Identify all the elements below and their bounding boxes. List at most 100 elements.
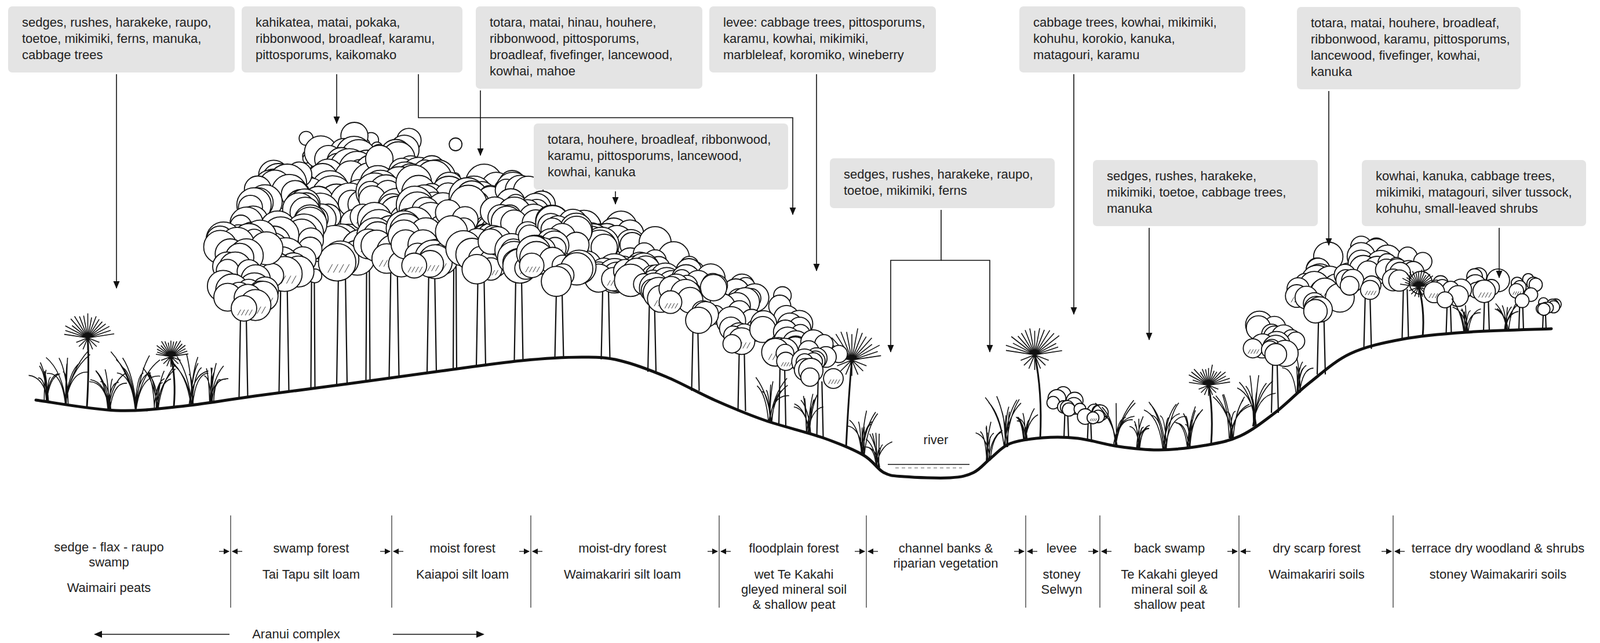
species-box: sedges, rushes, harakeke, raupo, toetoe,… <box>8 6 235 73</box>
zone-divider <box>1099 515 1100 608</box>
canopy-hatch <box>664 303 679 309</box>
zone-label: Te Kakahi gleyed mineral soil & shallow … <box>1111 566 1228 612</box>
zone-tick <box>1088 550 1112 552</box>
canopy-hatch <box>1090 418 1097 422</box>
river-water <box>887 463 970 465</box>
leader-line <box>336 74 338 124</box>
zone-tick <box>854 550 878 552</box>
ground-profile <box>35 328 1552 478</box>
zone-divider <box>1392 515 1394 608</box>
leader-line <box>479 90 481 156</box>
species-box: sedges, rushes, harakeke, raupo, toetoe,… <box>829 158 1055 209</box>
leader-line <box>1498 227 1500 278</box>
zone-divider <box>230 515 231 608</box>
tree-canopy <box>685 307 712 334</box>
tree-canopy <box>231 295 257 322</box>
species-list: kowhai, kanuka, cabbage trees, mikimiki,… <box>1375 168 1577 217</box>
zone-label: Aranui complex <box>252 626 341 642</box>
species-list: cabbage trees, kowhai, mikimiki, kohuhu,… <box>1033 14 1237 64</box>
tree-canopy <box>401 253 427 279</box>
leader-line <box>941 260 990 352</box>
zone-divider <box>530 515 531 608</box>
zone-arrowhead <box>1018 548 1033 555</box>
tree-trunk <box>1402 289 1409 340</box>
feature-label: river <box>921 432 951 448</box>
zone-label: Waimakariri silt loam <box>563 566 681 582</box>
sedge-tuft <box>89 369 127 410</box>
sedge-tuft <box>1451 298 1481 333</box>
tree-canopy <box>318 243 357 282</box>
span-arrow <box>99 633 230 635</box>
span-arrowhead <box>93 630 102 638</box>
zone-arrowhead <box>384 548 399 555</box>
sedge-tuft <box>143 364 176 408</box>
leader-line <box>1328 90 1330 246</box>
cabbage-tree-head <box>1006 327 1063 370</box>
span-arrow <box>392 633 479 635</box>
zone-arrowhead <box>1092 548 1107 555</box>
leader-line <box>815 74 818 271</box>
canopy-hatch <box>525 266 540 273</box>
species-box: kowhai, kanuka, cabbage trees, mikimiki,… <box>1361 159 1587 227</box>
species-list: sedges, rushes, harakeke, raupo, toetoe,… <box>843 166 1046 199</box>
zone-label: channel banks & riparian vegetation <box>876 540 1016 571</box>
tree-canopy <box>700 274 727 301</box>
leader-line <box>890 209 942 352</box>
cabbage-tree-head <box>64 313 115 351</box>
species-list: kahikatea, matai, pokaka, ribbonwood, br… <box>255 14 454 64</box>
tree-canopy <box>519 253 545 278</box>
zone-arrowhead <box>223 548 238 555</box>
tree-canopy <box>1473 279 1496 303</box>
tree-canopy <box>1087 411 1100 424</box>
tree-canopy <box>1062 402 1076 417</box>
zone-label: swamp forest <box>273 540 350 556</box>
tree-canopy <box>723 334 742 353</box>
sedge-tuft <box>1015 407 1038 441</box>
species-list: levee: cabbage trees, pittosporums, kara… <box>723 14 927 64</box>
leader-line <box>115 74 118 289</box>
tree-canopy <box>1243 338 1263 358</box>
leader-line <box>1148 227 1150 340</box>
sedge-tuft <box>864 432 893 468</box>
zone-tick <box>1227 550 1251 552</box>
zone-tick <box>519 550 543 552</box>
tree-canopy <box>1265 343 1288 366</box>
zone-label: terrace dry woodland & shrubs <box>1411 540 1585 556</box>
tree-canopy <box>1537 303 1551 316</box>
tree-canopy <box>449 137 462 151</box>
tree-canopy <box>1340 276 1359 295</box>
zone-label: sedge - flax - raupo swamp <box>36 539 182 570</box>
species-box: totara, houhere, broadleaf, ribbonwood, … <box>533 123 789 190</box>
tree-canopy <box>541 265 572 297</box>
zone-label: Tai Tapu silt loam <box>262 566 360 582</box>
cabbage-tree-trunk <box>1418 286 1424 337</box>
canopy-hatch <box>407 266 423 273</box>
species-list: sedges, rushes, harakeke, raupo, toetoe,… <box>22 14 226 64</box>
sedge-tuft <box>1095 399 1136 446</box>
tree-canopy <box>461 254 492 284</box>
sedge-tuft <box>170 354 209 406</box>
tree-canopy <box>1303 299 1328 324</box>
sedge-tuft <box>1495 303 1519 331</box>
leader-line <box>418 74 793 215</box>
canopy-hatch <box>1478 292 1492 298</box>
sedge-tuft <box>975 421 1003 461</box>
zone-arrowhead <box>859 548 874 555</box>
zone-label: levee <box>1046 540 1078 556</box>
species-list: totara, houhere, broadleaf, ribbonwood, … <box>547 131 779 181</box>
cabbage-tree-trunk <box>1208 385 1213 444</box>
leader-line <box>1073 74 1075 315</box>
zone-label: back swamp <box>1134 540 1205 556</box>
zone-label: Kaiapoi silt loam <box>416 566 509 582</box>
species-box: levee: cabbage trees, pittosporums, kara… <box>709 6 936 73</box>
zone-label: wet Te Kakahi gleyed mineral soil & shal… <box>735 566 852 612</box>
sedge-tuft <box>793 393 824 433</box>
canopy-hatch <box>1248 349 1260 354</box>
species-list: sedges, rushes, harakeke, mikimiki, toet… <box>1106 168 1309 217</box>
sedge-tuft <box>1129 416 1150 448</box>
species-list: totara, matai, hinau, houhere, ribbonwoo… <box>489 14 694 80</box>
species-box: kahikatea, matai, pokaka, ribbonwood, br… <box>241 6 463 73</box>
zone-divider <box>391 515 392 608</box>
zone-tick <box>1381 550 1405 552</box>
cabbage-tree-trunk <box>846 359 852 448</box>
